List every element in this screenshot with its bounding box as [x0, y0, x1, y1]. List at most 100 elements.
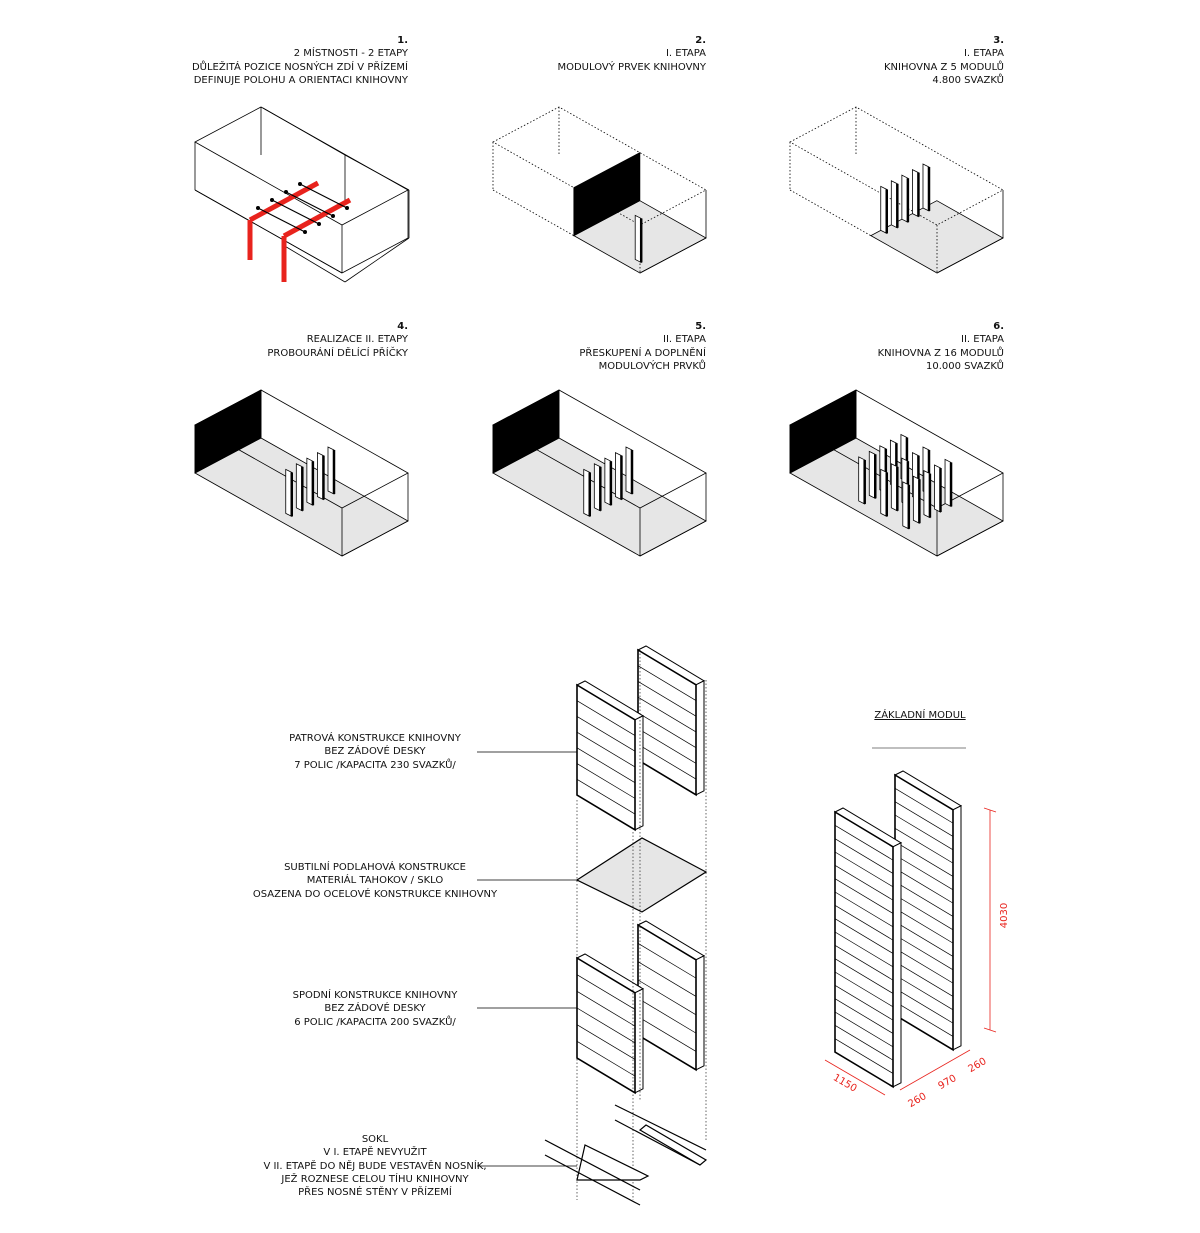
- shelf-board: [894, 988, 954, 1024]
- module-back-side: [952, 804, 962, 1051]
- arrow-head-icon: [270, 198, 274, 202]
- caption-line: REALIZACE II. ETAPY: [306, 334, 408, 346]
- shelf-board: [894, 788, 954, 824]
- room-edge: [194, 189, 343, 274]
- caption-line: 2 MÍSTNOSTI - 2 ETAPY: [293, 48, 408, 60]
- caption-line: 10.000 SVAZKŮ: [925, 360, 1004, 372]
- room-edge: [344, 154, 410, 191]
- component-label-1: PATROVÁ KONSTRUKCE KNIHOVNY BEZ ZÁDOVÉ DE…: [210, 732, 540, 772]
- caption-line: MODULOVÝ PRVEK KNIHOVNY: [557, 61, 706, 73]
- dim-length-line: [824, 1059, 886, 1096]
- shelf-board: [834, 998, 894, 1034]
- shelf-board: [576, 731, 636, 768]
- shelf-board: [834, 985, 894, 1021]
- room-top-outline: [194, 106, 409, 226]
- label-line: V I. ETAPĚ NEVYUŽIT: [323, 1147, 427, 1159]
- shelf-board: [834, 878, 894, 914]
- shelf-board: [576, 1007, 636, 1044]
- caption-line: MODULOVÝCH PRVKŮ: [598, 360, 706, 372]
- caption-line: II. ETAPA: [961, 334, 1004, 346]
- shelf-board: [894, 854, 954, 891]
- label-line: PATROVÁ KONSTRUKCE KNIHOVNY: [289, 733, 461, 744]
- shelf-board: [834, 918, 894, 954]
- plinth-edge: [614, 1119, 701, 1166]
- room-edge: [639, 520, 707, 557]
- shelf-board: [834, 945, 894, 981]
- load-bearing-wall: [282, 197, 352, 239]
- shelf-board: [894, 1001, 954, 1037]
- shelf-board: [834, 1025, 894, 1061]
- shelf-board: [637, 728, 697, 764]
- room-edge: [492, 189, 575, 236]
- shelf-board: [894, 814, 954, 851]
- label-line: BEZ ZÁDOVÉ DESKY: [324, 746, 426, 758]
- caption-line: I. ETAPA: [963, 48, 1004, 60]
- shelf-board: [834, 1038, 894, 1074]
- plinth-edge: [614, 1104, 707, 1151]
- shelf-board: [637, 979, 697, 1016]
- shelf-board: [576, 974, 636, 1010]
- shelf-board: [894, 841, 954, 877]
- shelf-board: [834, 865, 894, 901]
- shelf-board: [576, 991, 636, 1027]
- room-edge: [341, 520, 409, 557]
- shelf-board: [834, 891, 894, 928]
- shelf-board: [637, 665, 697, 701]
- shelf-board: [834, 825, 894, 861]
- shelf-board: [637, 943, 697, 979]
- plinth-back: [638, 1124, 708, 1166]
- caption-line: II. ETAPA: [663, 334, 706, 346]
- shelf-board: [834, 931, 894, 968]
- shelf-board: [834, 838, 894, 874]
- plinth-edge: [544, 1154, 641, 1206]
- shelf-board: [894, 881, 954, 917]
- plinth-edge: [544, 1139, 641, 1191]
- room-edge: [262, 107, 346, 156]
- room-edge: [341, 237, 409, 274]
- module-title: ZÁKLADNÍ MODUL: [874, 710, 966, 721]
- shelf-board: [637, 743, 697, 780]
- panel-number: 2.: [695, 35, 706, 46]
- shelf-board: [637, 998, 697, 1034]
- label-line: PŘES NOSNÉ STĚNY V PŘÍZEMÍ: [298, 1187, 452, 1199]
- shelf-board: [637, 961, 697, 997]
- caption-line: PROBOURÁNÍ DĚLÍCÍ PŘÍČKY: [267, 347, 408, 359]
- label-line: SPODNÍ KONSTRUKCE KNIHOVNY: [292, 990, 458, 1001]
- label-line: BEZ ZÁDOVÉ DESKY: [324, 1003, 426, 1015]
- caption-line: DEFINUJE POLOHU A ORIENTACI KNIHOVNY: [193, 74, 408, 86]
- caption-line: PŘESKUPENÍ A DOPLNĚNÍ: [579, 347, 706, 359]
- shelf-board: [894, 974, 954, 1011]
- room-edge: [282, 244, 346, 283]
- panel-number: 4.: [397, 321, 408, 332]
- dim-height: 4030: [999, 902, 1011, 929]
- dim-width-line: [899, 1049, 971, 1091]
- shelf-board: [637, 681, 697, 717]
- label-line: V II. ETAPĚ DO NĚJ BUDE VESTAVĚN NOSNÍK,: [263, 1160, 487, 1172]
- label-line: MATERIÁL TAHOKOV / SKLO: [306, 875, 444, 887]
- shelf-board: [894, 868, 954, 904]
- shelf-board: [834, 958, 894, 994]
- dim-tick: [983, 807, 997, 813]
- room-edge: [936, 520, 1004, 557]
- load-bearing-wall: [248, 180, 320, 223]
- span-arrow: [285, 191, 334, 217]
- shelf-board: [834, 905, 894, 941]
- shelf-board: [894, 921, 954, 957]
- shelf-board: [834, 851, 894, 888]
- caption-line: I. ETAPA: [665, 48, 706, 60]
- shelf-board: [894, 961, 954, 997]
- floor-plate: [575, 837, 708, 913]
- shelf-board: [894, 801, 954, 837]
- label-line: SOKL: [361, 1134, 389, 1145]
- span-arrow: [257, 207, 306, 233]
- shelf-board: [834, 1011, 894, 1048]
- label-line: 7 POLIC /KAPACITA 230 SVAZKŮ/: [294, 759, 456, 771]
- lower-shelf-back-side: [695, 954, 705, 1071]
- shelf-board: [576, 1024, 636, 1060]
- shelf-board: [894, 948, 954, 984]
